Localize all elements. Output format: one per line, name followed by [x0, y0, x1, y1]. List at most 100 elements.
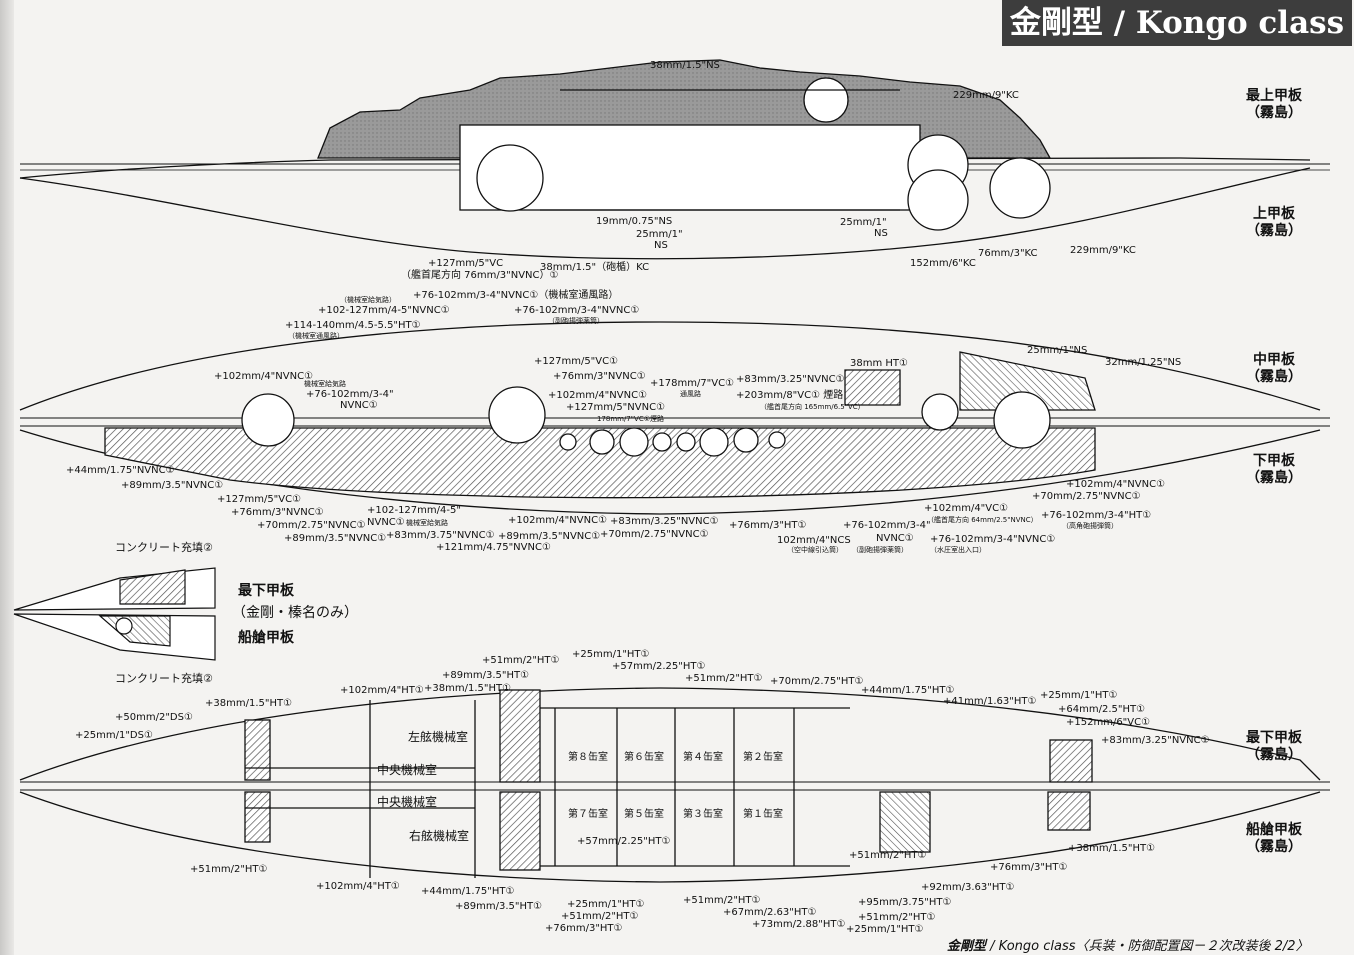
armor-label: +127mm/5"VC① — [534, 356, 619, 367]
funnel-uptake — [733, 427, 759, 453]
armor-label: 25mm/1"NS — [1027, 345, 1088, 356]
lower-hatched-armor — [104, 427, 1096, 499]
armor-label: +76mm/3"HT① — [990, 862, 1068, 873]
armor-label: 32mm/1.25"NS — [1105, 357, 1182, 368]
lowest-hold-deck-plan — [19, 687, 1330, 883]
armor-label: +76mm/3"NVNC① — [231, 507, 324, 518]
armor-label: +25mm/1"HT① — [846, 924, 924, 935]
armor-box — [499, 791, 541, 871]
armor-note: （機械室給気路） — [340, 296, 396, 304]
armor-label: +152mm/6"VC① — [1066, 717, 1151, 728]
room-label: 第３缶室 — [683, 809, 723, 820]
armor-label: +76mm/3"HT① — [729, 520, 807, 531]
armor-label: +102-127mm/4-5" — [367, 505, 461, 516]
armor-note: （艦首尾方向 165mm/6.5"VC） — [760, 403, 865, 411]
armor-label: +83mm/3.25"NVNC① — [610, 516, 719, 527]
concrete-label: コンクリート充填② — [115, 672, 213, 685]
turret-barbette — [488, 386, 546, 444]
armor-label: 38mm HT① — [850, 358, 908, 369]
deck-label: 最上甲板（霧島） — [1246, 88, 1302, 121]
armor-label: 38mm/1.5"NS — [650, 60, 720, 71]
armor-label: +76-102mm/3-4"NVNC① — [514, 305, 640, 316]
room-label: 第１缶室 — [743, 809, 783, 820]
armor-label: +51mm/2"HT① — [685, 673, 763, 684]
armor-box — [1049, 739, 1093, 783]
armor-label: +83mm/3.25"NVNC① — [1101, 735, 1210, 746]
armor-note: （空中線引込筒） — [787, 546, 843, 554]
armor-label: +41mm/1.63"HT① — [943, 696, 1037, 707]
armor-label: +89mm/3.5"NVNC① — [284, 533, 387, 544]
deck-label: 中甲板（霧島） — [1246, 352, 1302, 385]
armor-label: +25mm/1"HT① — [1040, 690, 1118, 701]
armor-label: +38mm/1.5"HT① — [1068, 843, 1156, 854]
upper-deck-top-hull — [19, 157, 1311, 179]
armor-label: +102mm/4"NVNC① — [508, 515, 608, 526]
armor-box — [244, 719, 271, 781]
room-label: 第８缶室 — [568, 752, 608, 763]
upper-deck-plan — [19, 59, 1330, 260]
deck-note: （金剛・榛名のみ） — [232, 605, 358, 621]
armor-label: 76mm/3"KC — [978, 248, 1038, 259]
armor-box — [1047, 791, 1091, 831]
armor-label: +89mm/3.5"NVNC① — [498, 531, 601, 542]
armor-note: 機械室給気路 — [406, 519, 448, 527]
armor-label: NS — [874, 228, 888, 239]
armor-label: +44mm/1.75"HT① — [421, 886, 515, 897]
armor-label: 229mm/9"KC — [953, 90, 1019, 101]
armor-label: +25mm/1"DS① — [75, 730, 153, 741]
armor-note: （機械室通風路） — [288, 332, 344, 340]
funnel-uptake — [652, 432, 672, 452]
funnel-uptake — [768, 431, 786, 449]
funnel-uptake — [559, 433, 577, 451]
armor-label: NVNC① — [340, 400, 378, 411]
funnel-uptake — [676, 432, 696, 452]
armor-label: +102mm/4"NVNC① — [214, 371, 314, 382]
armor-note: 通風路 — [680, 390, 701, 398]
armor-label: +92mm/3.63"HT① — [921, 882, 1015, 893]
bow-inset-plan — [13, 567, 216, 661]
armor-note: （高角砲揚弾筒） — [1062, 522, 1118, 530]
armor-label: +70mm/2.75"HT① — [770, 676, 864, 687]
deck-label: 下甲板（霧島） — [1246, 453, 1302, 486]
armor-label: 102mm/4"NCS — [777, 535, 851, 546]
armor-box — [879, 791, 931, 853]
armor-label: （艦首尾方向 76mm/3"NVNC）① — [401, 270, 559, 281]
deck-label: 上甲板（霧島） — [1246, 206, 1302, 239]
hold-deck-hull — [19, 791, 1321, 883]
armor-label: +127mm/5"NVNC① — [566, 402, 666, 413]
armor-label: +76-102mm/3-4"HT① — [1041, 510, 1152, 521]
armor-label: +127mm/5"VC① — [217, 494, 302, 505]
armor-label: +203mm/8"VC① 煙路 — [736, 390, 844, 401]
turret-barbette — [241, 393, 295, 447]
armor-label: +38mm/1.5"HT① — [205, 698, 293, 709]
armor-label: +76-102mm/3-4"NVNC①（機械室通風路） — [413, 290, 619, 301]
armor-label: 152mm/6"KC — [910, 258, 976, 269]
armor-label: +51mm/2"HT① — [561, 911, 639, 922]
armor-label: 25mm/1" — [840, 217, 887, 228]
funnel-uptake — [619, 427, 649, 457]
armor-label: 25mm/1" — [636, 229, 683, 240]
armor-label: +127mm/5"VC — [428, 258, 504, 269]
middle-deck-hull — [19, 321, 1321, 411]
room-label: 中央機械室 — [377, 763, 438, 777]
armor-label: +76-102mm/3-4" — [843, 520, 931, 531]
armor-label: +64mm/2.5"HT① — [1058, 704, 1146, 715]
page-title: 金剛型 / Kongo class — [1002, 0, 1352, 46]
turret-barbette — [993, 391, 1051, 449]
armor-label: NS — [654, 240, 668, 251]
armor-label: +51mm/2"HT① — [683, 895, 761, 906]
armor-note: 機械室給気路 — [304, 380, 346, 388]
armor-note: （水圧室出入口） — [930, 546, 986, 554]
room-label: 中央機械室 — [377, 795, 438, 809]
armor-label: +89mm/3.5"NVNC① — [121, 480, 224, 491]
armor-label: +89mm/3.5"HT① — [455, 901, 543, 912]
armor-label: +83mm/3.75"NVNC① — [386, 530, 495, 541]
armor-label: +114-140mm/4.5-5.5"HT① — [285, 320, 421, 331]
armor-label: +44mm/1.75"HT① — [861, 685, 955, 696]
concrete-label: コンクリート充填② — [115, 541, 213, 554]
armor-label: +76-102mm/3-4" — [306, 389, 394, 400]
room-label: 第６缶室 — [624, 752, 664, 763]
armor-label: +102mm/4"VC① — [924, 503, 1009, 514]
armor-box — [244, 791, 271, 843]
room-label: 第２缶室 — [743, 752, 783, 763]
